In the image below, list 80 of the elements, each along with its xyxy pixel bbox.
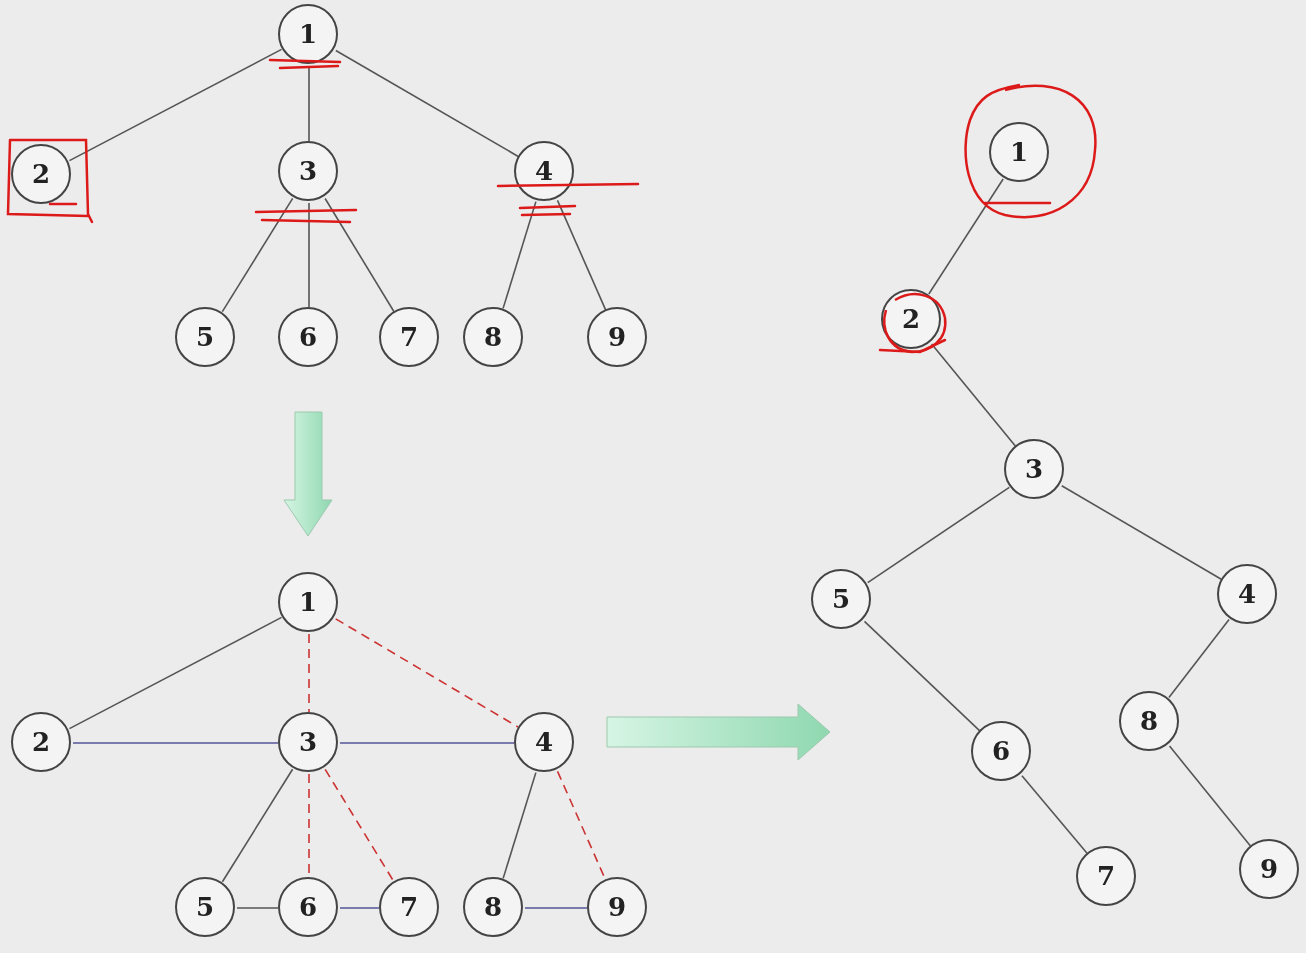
node-number: 7 bbox=[1096, 861, 1116, 891]
tree-edge bbox=[1060, 484, 1223, 581]
node-number: 1 bbox=[298, 19, 318, 49]
node-number: 9 bbox=[607, 322, 627, 352]
tree-node-circle bbox=[989, 122, 1049, 182]
tree-edge bbox=[1168, 618, 1230, 699]
tree-node-circle bbox=[587, 307, 647, 367]
tree-node-circle bbox=[587, 877, 647, 937]
tree-edge bbox=[928, 178, 1004, 295]
tree-node-circle bbox=[1119, 691, 1179, 751]
tree-edge bbox=[221, 197, 294, 313]
node-number: 3 bbox=[1024, 454, 1044, 484]
node-number: 1 bbox=[1009, 137, 1029, 167]
node-number: 8 bbox=[1139, 706, 1159, 736]
node-number: 3 bbox=[298, 156, 318, 186]
tree-node-circle bbox=[1239, 839, 1299, 899]
tree-edge bbox=[335, 49, 519, 158]
tree-node-circle bbox=[278, 712, 338, 772]
tree-edge bbox=[1021, 774, 1088, 855]
node-number: 6 bbox=[298, 322, 318, 352]
tree-node-circle bbox=[514, 712, 574, 772]
node-number: 6 bbox=[991, 736, 1011, 766]
node-number: 9 bbox=[1259, 854, 1279, 884]
node-number: 6 bbox=[298, 892, 318, 922]
tree-edge bbox=[72, 742, 279, 744]
node-number: 8 bbox=[483, 892, 503, 922]
node-number: 8 bbox=[483, 322, 503, 352]
tree-node-circle bbox=[379, 307, 439, 367]
node-number: 7 bbox=[399, 322, 419, 352]
tree-node-circle bbox=[11, 712, 71, 772]
node-number: 7 bbox=[399, 892, 419, 922]
tree-edge bbox=[68, 48, 283, 162]
dashed-line bbox=[334, 618, 520, 728]
node-number: 3 bbox=[298, 727, 318, 757]
tree-edge bbox=[221, 768, 294, 883]
tree-edge bbox=[556, 199, 607, 311]
node-number: 2 bbox=[31, 159, 51, 189]
tree-edge bbox=[236, 907, 279, 909]
tree-node-circle bbox=[278, 4, 338, 64]
dashed-line bbox=[308, 633, 310, 713]
tree-edge bbox=[502, 771, 537, 880]
tree-edge bbox=[339, 907, 380, 909]
node-number: 1 bbox=[298, 587, 318, 617]
tree-node-circle bbox=[811, 569, 871, 629]
tree-edge bbox=[866, 486, 1011, 584]
tree-edge bbox=[930, 343, 1017, 447]
tree-node-circle bbox=[11, 144, 71, 204]
tree-node-circle bbox=[278, 877, 338, 937]
tree-edge bbox=[308, 202, 310, 308]
tree-node-circle bbox=[514, 141, 574, 201]
tree-edge bbox=[863, 620, 981, 732]
tree-edge bbox=[324, 197, 395, 313]
tree-node-circle bbox=[278, 572, 338, 632]
node-number: 5 bbox=[831, 584, 851, 614]
tree-edge bbox=[339, 742, 515, 744]
node-number: 5 bbox=[195, 892, 215, 922]
tree-node-circle bbox=[175, 307, 235, 367]
tree-node-circle bbox=[1004, 439, 1064, 499]
tree-edge bbox=[68, 616, 283, 730]
tree-node-circle bbox=[278, 307, 338, 367]
tree-node-circle bbox=[278, 141, 338, 201]
node-number: 4 bbox=[1237, 579, 1257, 609]
node-number: 5 bbox=[195, 322, 215, 352]
tree-node-circle bbox=[881, 289, 941, 349]
tree-node-circle bbox=[1076, 846, 1136, 906]
tree-node-circle bbox=[175, 877, 235, 937]
node-number: 2 bbox=[901, 304, 921, 334]
tree-node-circle bbox=[463, 307, 523, 367]
node-number: 4 bbox=[534, 156, 554, 186]
tree-edge bbox=[524, 907, 588, 909]
tree-edge bbox=[308, 65, 310, 142]
tree-node-circle bbox=[463, 877, 523, 937]
tree-edge bbox=[1168, 745, 1252, 847]
tree-node-circle bbox=[1217, 564, 1277, 624]
tree-node-circle bbox=[379, 877, 439, 937]
node-number: 4 bbox=[534, 727, 554, 757]
node-number: 9 bbox=[607, 892, 627, 922]
tree-node-circle bbox=[971, 721, 1031, 781]
node-number: 2 bbox=[31, 727, 51, 757]
tree-edge bbox=[502, 200, 537, 310]
